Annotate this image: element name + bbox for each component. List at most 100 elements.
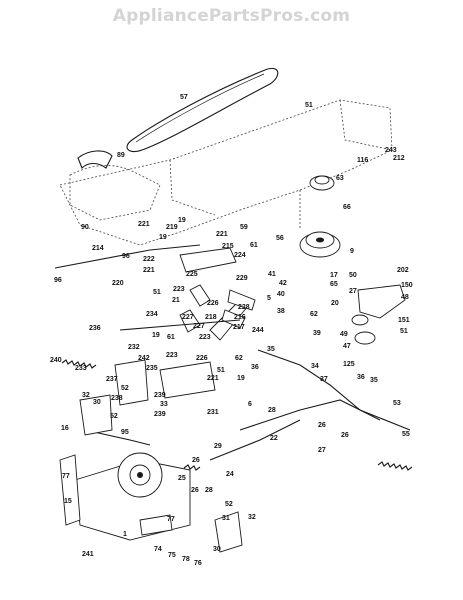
callout-89: 89	[117, 152, 125, 159]
callout-221: 221	[207, 375, 219, 382]
callout-96: 96	[54, 277, 62, 284]
callout-228: 228	[238, 304, 250, 311]
callout-235: 235	[146, 365, 158, 372]
callout-25: 25	[178, 475, 186, 482]
callout-223: 223	[199, 334, 211, 341]
callout-48: 48	[401, 294, 409, 301]
pedal-assembly[interactable]	[179, 247, 256, 341]
callout-238: 238	[111, 395, 123, 402]
callout-223: 223	[166, 352, 178, 359]
callout-36: 36	[357, 374, 365, 381]
callout-226: 226	[207, 300, 219, 307]
callout-19: 19	[178, 217, 186, 224]
callout-27: 27	[318, 447, 326, 454]
callout-47: 47	[343, 343, 351, 350]
callout-226: 226	[196, 355, 208, 362]
callout-234: 234	[146, 311, 158, 318]
callout-244: 244	[252, 327, 264, 334]
shift-bracket-lower	[139, 511, 243, 553]
callout-225: 225	[186, 271, 198, 278]
callout-37: 37	[320, 376, 328, 383]
callout-28: 28	[268, 407, 276, 414]
callout-49: 49	[340, 331, 348, 338]
callout-61: 61	[167, 334, 175, 341]
callout-74: 74	[154, 546, 162, 553]
callout-33: 33	[160, 401, 168, 408]
callout-221: 221	[138, 221, 150, 228]
callout-150: 150	[401, 282, 413, 289]
callout-218: 218	[205, 314, 217, 321]
electric-clutch[interactable]	[299, 231, 341, 258]
callout-224: 224	[234, 252, 246, 259]
callout-52: 52	[121, 385, 129, 392]
callout-227: 227	[182, 314, 194, 321]
transaxle-assembly[interactable]	[59, 452, 191, 541]
callout-27: 27	[349, 288, 357, 295]
springs	[61, 359, 413, 471]
callout-labels: 57 51 89 243 116 212 63 66 59 90 221 19 …	[50, 94, 413, 567]
steering-bracket	[77, 150, 113, 169]
callout-6: 6	[248, 401, 252, 408]
callout-26: 26	[318, 422, 326, 429]
chassis-frame-outline	[59, 99, 393, 246]
callout-223: 223	[173, 286, 185, 293]
callout-214: 214	[92, 245, 104, 252]
callout-1: 1	[123, 531, 127, 538]
callout-52: 52	[225, 501, 233, 508]
callout-26: 26	[191, 487, 199, 494]
callout-233: 233	[75, 365, 87, 372]
callout-35: 35	[267, 346, 275, 353]
callout-56: 56	[276, 235, 284, 242]
callout-42: 42	[279, 280, 287, 287]
callout-28: 28	[205, 487, 213, 494]
callout-21: 21	[172, 297, 180, 304]
callout-50: 50	[349, 272, 357, 279]
callout-116: 116	[357, 157, 368, 164]
callout-239: 239	[154, 392, 166, 399]
callout-65: 65	[330, 281, 338, 288]
callout-95: 95	[121, 429, 129, 436]
callout-216: 216	[234, 314, 246, 321]
callout-229: 229	[236, 275, 248, 282]
callout-227: 227	[193, 323, 205, 330]
callout-77: 77	[62, 473, 70, 480]
callout-202: 202	[397, 267, 409, 274]
linkage-rods	[54, 244, 411, 461]
callout-75: 75	[168, 552, 176, 559]
callout-22: 22	[270, 435, 278, 442]
callout-243: 243	[385, 147, 397, 154]
callout-241: 241	[82, 551, 94, 558]
callout-59: 59	[240, 224, 248, 231]
callout-20: 20	[331, 300, 339, 307]
callout-217: 217	[233, 324, 245, 331]
callout-15: 15	[64, 498, 72, 505]
idler-pulley-upper[interactable]	[309, 175, 335, 191]
callout-41: 41	[268, 271, 276, 278]
callout-51: 51	[217, 367, 225, 374]
callout-26: 26	[192, 457, 200, 464]
callout-212: 212	[393, 155, 405, 162]
callout-231: 231	[207, 409, 219, 416]
callout-77: 77	[167, 516, 175, 523]
callout-31: 31	[222, 515, 230, 522]
callout-51: 51	[400, 328, 408, 335]
callout-222: 222	[143, 256, 155, 263]
callout-125: 125	[343, 361, 355, 368]
callout-78: 78	[182, 556, 190, 563]
callout-221: 221	[143, 267, 155, 274]
callout-237: 237	[106, 376, 118, 383]
callout-62: 62	[235, 355, 243, 362]
idler-bracket[interactable]	[351, 284, 406, 345]
callout-9: 9	[350, 248, 354, 255]
drive-belt[interactable]	[126, 67, 279, 153]
callout-236: 236	[89, 325, 101, 332]
callout-19: 19	[159, 234, 167, 241]
callout-17: 17	[330, 272, 338, 279]
watermark: AppliancePartsPros.com	[112, 6, 351, 26]
callout-62: 62	[310, 311, 318, 318]
callout-30: 30	[213, 546, 221, 553]
lower-bracket-plates	[79, 359, 216, 436]
callout-35: 35	[370, 377, 378, 384]
callout-51: 51	[153, 289, 161, 296]
